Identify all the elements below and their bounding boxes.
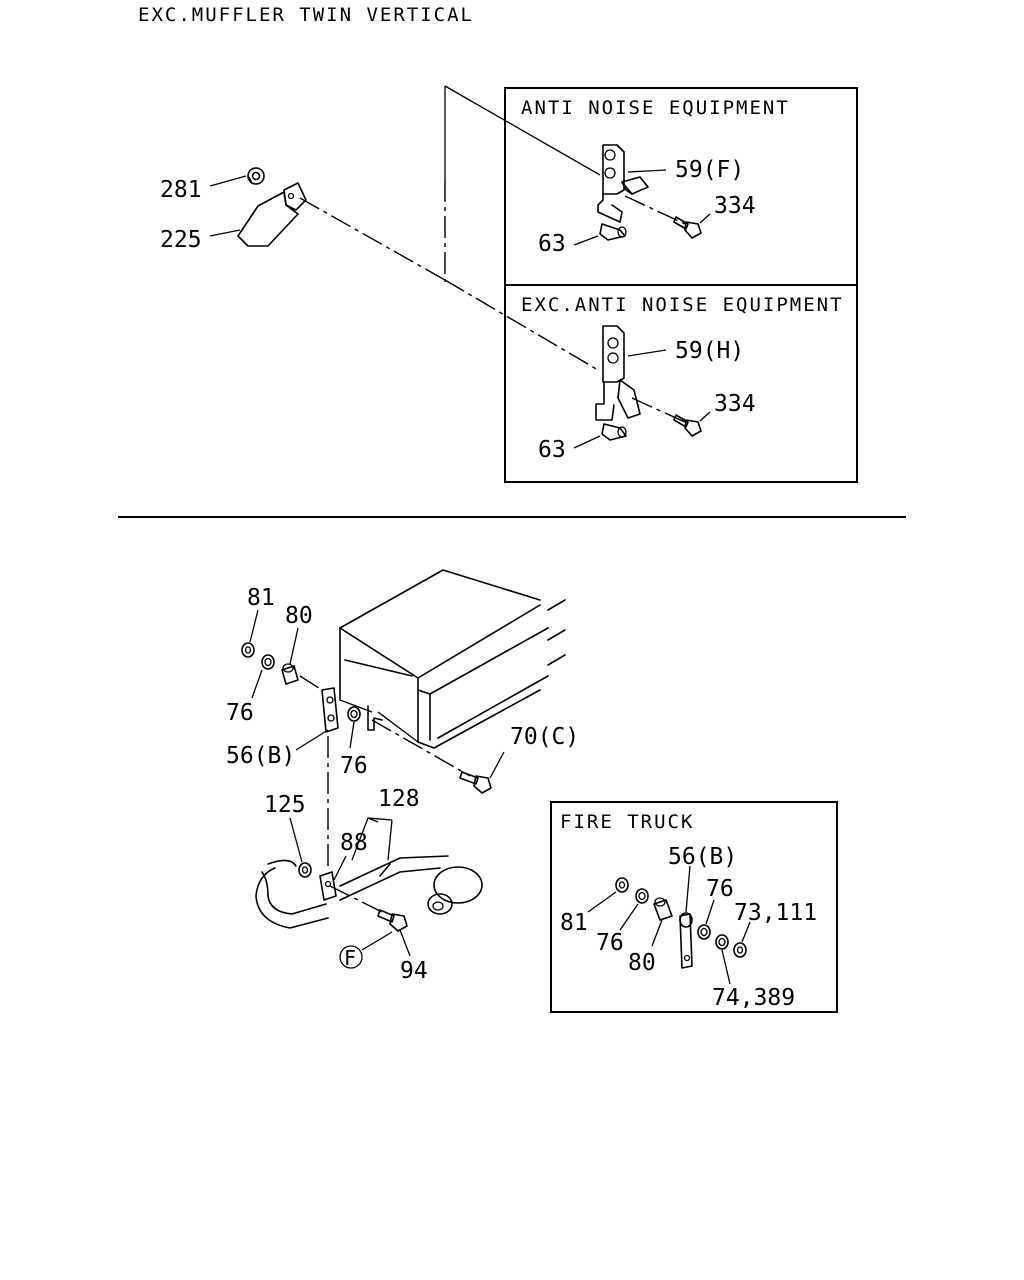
- label-74-ft: 74,389: [712, 985, 795, 1011]
- bracket-56b: [321, 687, 339, 733]
- bracket-59h: [595, 325, 641, 421]
- inset-exc-anti-noise-title: EXC.ANTI NOISE EQUIPMENT: [521, 294, 844, 316]
- label-94: 94: [400, 958, 428, 984]
- nut-81-ft: [615, 877, 629, 893]
- front-marker: [339, 945, 363, 969]
- washer-74-ft: [715, 934, 729, 950]
- nut-125: [298, 862, 312, 878]
- label-281: 281: [160, 177, 202, 203]
- label-76-b: 76: [340, 753, 368, 779]
- nut-81: [241, 642, 255, 658]
- label-63-a: 63: [538, 231, 566, 257]
- label-225: 225: [160, 227, 202, 253]
- label-56b-ft: 56(B): [668, 844, 737, 870]
- bracket-59f: [597, 144, 649, 223]
- label-80-ft: 80: [628, 950, 656, 976]
- pin-63-b: [601, 423, 627, 441]
- bracket-88: [319, 871, 337, 901]
- label-56b: 56(B): [226, 743, 295, 769]
- bottom-section: 81 76 80 56(B) 76: [226, 569, 838, 1013]
- pipe-128: [255, 855, 483, 929]
- diagram-title: EXC.MUFFLER TWIN VERTICAL: [138, 4, 474, 26]
- label-59f: 59(F): [675, 157, 744, 183]
- label-128: 128: [378, 786, 420, 812]
- leader-281: [209, 175, 247, 187]
- inset-anti-noise: ANTI NOISE EQUIPMENT 59(F) 334: [504, 87, 858, 286]
- inset-anti-noise-title: ANTI NOISE EQUIPMENT: [521, 97, 790, 119]
- label-59h: 59(H): [675, 338, 744, 364]
- inset-exc-anti-noise: EXC.ANTI NOISE EQUIPMENT 59(H) 334: [504, 284, 858, 483]
- bolt-94: [377, 909, 408, 932]
- label-front: F: [344, 946, 356, 970]
- bolt-334-a: [673, 216, 702, 239]
- label-81-ft: 81: [560, 910, 588, 936]
- bracket-225: [237, 182, 307, 247]
- washer-76-a: [261, 654, 275, 670]
- washer-76-ft-a: [635, 888, 649, 904]
- collar-80: [281, 663, 299, 685]
- bolt-334-b: [673, 414, 702, 437]
- label-125: 125: [264, 792, 306, 818]
- washer-73-ft: [733, 942, 747, 958]
- washer-76-ft-b: [697, 924, 711, 940]
- label-76-a: 76: [226, 700, 254, 726]
- bolt-70c: [459, 771, 492, 794]
- bracket-56b-ft: [679, 912, 693, 969]
- inset-fire-truck: FIRE TRUCK 81 76 80: [550, 801, 838, 1013]
- nut-281: [247, 167, 265, 185]
- inset-fire-truck-title: FIRE TRUCK: [560, 811, 694, 833]
- assembly-line-top: [299, 197, 446, 281]
- label-334-b: 334: [714, 391, 756, 417]
- pin-63-a: [599, 223, 627, 241]
- label-63-b: 63: [538, 437, 566, 463]
- assembly-line-top-2: [444, 279, 599, 371]
- leader-225: [209, 229, 241, 237]
- label-76-ft-b: 76: [596, 930, 624, 956]
- washer-76-b: [347, 706, 361, 722]
- label-334-a: 334: [714, 193, 756, 219]
- label-73-ft: 73,111: [734, 900, 817, 926]
- label-76-ft-a: 76: [706, 876, 734, 902]
- label-81: 81: [247, 585, 275, 611]
- label-70c: 70(C): [510, 724, 579, 750]
- collar-80-ft: [653, 897, 673, 921]
- frame-member: [339, 569, 566, 749]
- label-80: 80: [285, 603, 313, 629]
- top-section: 281 225 ANTI NOISE EQUIPMENT: [160, 85, 858, 483]
- label-88: 88: [340, 830, 368, 856]
